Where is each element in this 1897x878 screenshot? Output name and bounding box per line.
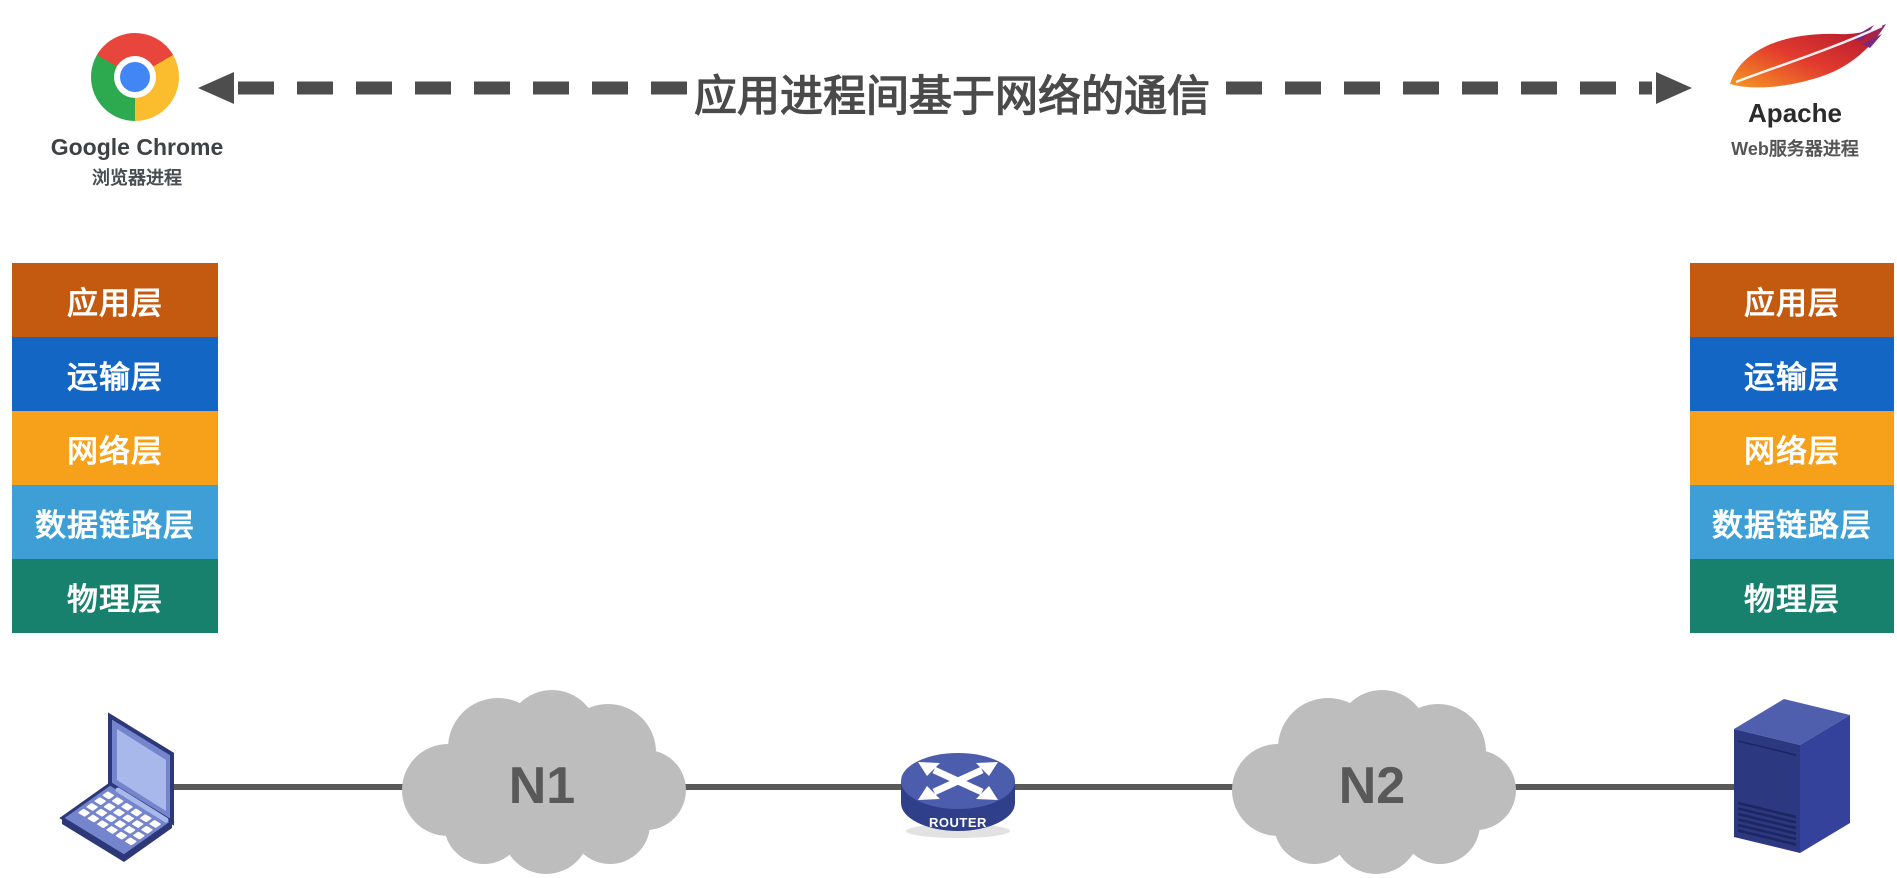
layer-transport: 运输层 (1690, 337, 1894, 411)
chrome-endpoint-label: Google Chrome 浏览器进程 (27, 134, 247, 190)
communication-arrow-left-icon (198, 72, 690, 104)
communication-arrow-right-icon (1226, 72, 1692, 104)
layer-physical: 物理层 (12, 559, 218, 633)
cloud-n1-label: N1 (509, 757, 575, 815)
chrome-endpoint-subtitle: 浏览器进程 (92, 168, 182, 188)
layer-physical: 物理层 (1690, 559, 1894, 633)
router-icon: ROUTER (901, 753, 1015, 838)
apache-feather-icon (1730, 24, 1886, 88)
cloud-n2-label: N2 (1339, 757, 1405, 815)
cloud-n1-icon: N1 (402, 690, 686, 874)
communication-title: 应用进程间基于网络的通信 (694, 73, 1210, 121)
layer-network: 网络层 (12, 411, 218, 485)
protocol-stack-right: 应用层 运输层 网络层 数据链路层 物理层 (1690, 263, 1894, 633)
server-icon (1734, 699, 1850, 853)
layer-datalink: 数据链路层 (12, 485, 218, 559)
chrome-endpoint-name: Google Chrome (50, 134, 224, 160)
layer-transport: 运输层 (12, 337, 218, 411)
layer-application: 应用层 (1690, 263, 1894, 337)
laptop-icon (59, 712, 175, 862)
chrome-logo-icon (91, 33, 179, 121)
protocol-stack-left: 应用层 运输层 网络层 数据链路层 物理层 (12, 263, 218, 633)
router-label: ROUTER (929, 815, 987, 830)
apache-endpoint-subtitle: Web服务器进程 (1731, 139, 1859, 159)
cloud-shape (1232, 690, 1516, 874)
cloud-shape (402, 690, 686, 874)
apache-endpoint-label: Apache Web服务器进程 (1700, 100, 1890, 161)
layer-network: 网络层 (1690, 411, 1894, 485)
layer-datalink: 数据链路层 (1690, 485, 1894, 559)
cloud-n2-icon: N2 (1232, 690, 1516, 874)
apache-endpoint-name: Apache (1748, 98, 1842, 128)
layer-application: 应用层 (12, 263, 218, 337)
